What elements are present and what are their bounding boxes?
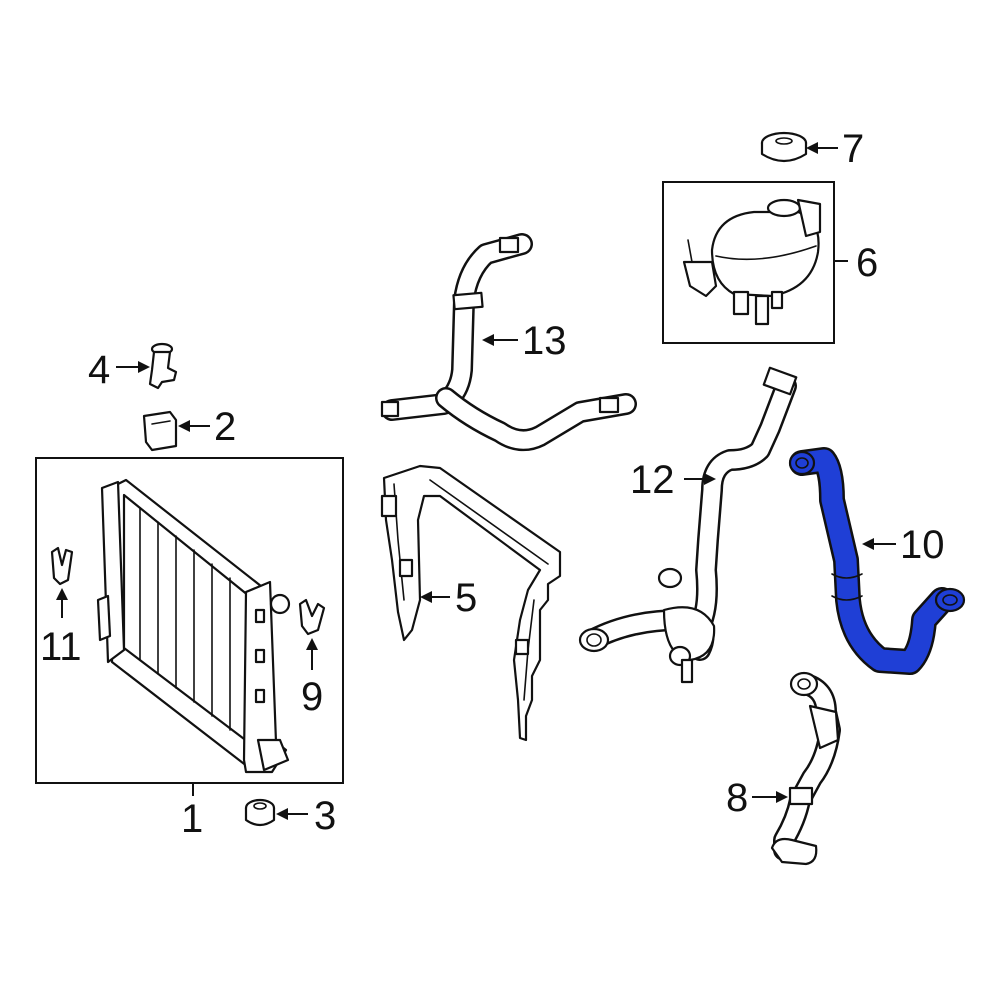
hose-8[interactable] [752,671,841,866]
callout-3: 3 [314,794,336,838]
hose-10-highlighted[interactable] [788,447,966,675]
clip-9[interactable] [298,598,326,670]
callout-13: 13 [522,319,567,363]
pin-4[interactable] [116,342,178,390]
isolator-2[interactable] [142,410,210,452]
expansion-tank-box [662,181,835,344]
callout-6: 6 [856,241,878,285]
callout-7: 7 [842,127,864,171]
hose-12[interactable] [578,366,798,684]
callout-9: 9 [301,675,323,719]
bushing-3[interactable] [244,798,308,827]
hose-13[interactable] [380,233,637,452]
callout-12: 12 [630,458,675,502]
radiator-assembly[interactable] [35,457,344,796]
shroud-5[interactable] [380,464,562,742]
callout-1: 1 [181,797,203,841]
radiator-group-box [35,457,344,784]
reservoir-cap-7[interactable] [760,131,838,163]
callout-10: 10 [900,523,945,567]
expansion-tank-6[interactable] [662,181,848,344]
callout-2: 2 [214,405,236,449]
callout-8: 8 [726,776,748,820]
callout-11: 11 [40,625,82,669]
clip-11[interactable] [50,546,74,618]
callout-4: 4 [88,348,110,392]
callout-5: 5 [455,576,477,620]
